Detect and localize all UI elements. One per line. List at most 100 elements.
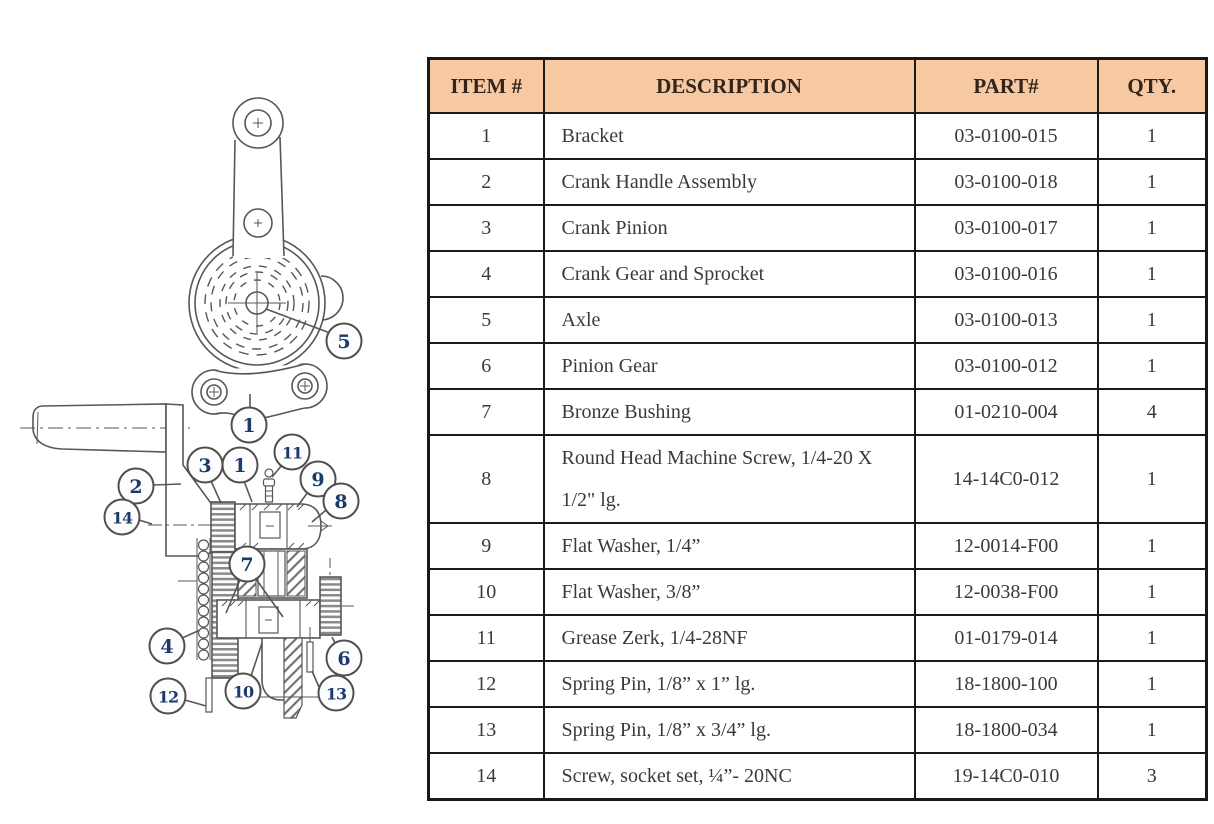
cell-description: Round Head Machine Screw, 1/4-20 X 1/2" … xyxy=(542,434,916,524)
balloon-circle xyxy=(325,639,363,677)
balloon-circle xyxy=(148,627,186,665)
axle-shaft xyxy=(216,599,321,639)
balloon-number: 14 xyxy=(112,509,133,528)
cell-description: Bracket xyxy=(542,112,916,160)
balloon-9: 9 xyxy=(299,460,337,498)
cell-description: Crank Gear and Sprocket xyxy=(542,250,916,298)
balloon-number: 11 xyxy=(282,444,302,463)
cell-item: 4 xyxy=(427,250,545,298)
balloon-4: 4 xyxy=(148,627,186,665)
upper-shaft xyxy=(234,503,332,550)
cell-item: 2 xyxy=(427,158,545,206)
leader-line xyxy=(210,480,222,504)
pinion-gear xyxy=(319,558,354,636)
balloon-circle xyxy=(230,406,268,444)
balloon-circle xyxy=(325,322,363,360)
balloon-14: 14 xyxy=(103,498,141,536)
balloon-1: 1 xyxy=(221,446,259,484)
cell-part: 18-1800-034 xyxy=(913,706,1099,754)
balloon-number: 5 xyxy=(337,331,350,353)
mounting-bracket xyxy=(191,363,328,420)
cell-part: 01-0179-014 xyxy=(913,614,1099,662)
col-header-item: ITEM # xyxy=(427,57,545,114)
leader-line xyxy=(296,491,309,508)
table-header-row: ITEM # DESCRIPTION PART# QTY. xyxy=(427,57,1208,114)
cell-description: Spring Pin, 1/8” x 3/4” lg. xyxy=(542,706,916,754)
balloon-number: 9 xyxy=(311,469,324,491)
cell-description: Flat Washer, 1/4” xyxy=(542,522,916,570)
bracket-plate-section xyxy=(256,627,348,719)
cell-part: 03-0100-015 xyxy=(913,112,1099,160)
cell-qty: 1 xyxy=(1096,158,1208,206)
cell-description: Bronze Bushing xyxy=(542,388,916,436)
cell-part: 03-0100-017 xyxy=(913,204,1099,252)
balloon-circle xyxy=(149,677,187,715)
cell-part: 01-0210-004 xyxy=(913,388,1099,436)
balloon-circle xyxy=(117,467,155,505)
cell-description: Spring Pin, 1/8” x 1” lg. xyxy=(542,660,916,708)
cell-part: 03-0100-013 xyxy=(913,296,1099,344)
balloon-circle xyxy=(322,482,360,520)
cell-qty: 1 xyxy=(1096,614,1208,662)
cell-description: Grease Zerk, 1/4-28NF xyxy=(542,614,916,662)
cell-qty: 1 xyxy=(1096,522,1208,570)
balloon-5: 5 xyxy=(325,322,363,360)
pulley-rim-bump xyxy=(320,275,344,321)
spring-pin-short xyxy=(306,641,314,673)
balloon-circle xyxy=(317,674,355,712)
leader-line xyxy=(250,642,263,677)
cell-qty: 1 xyxy=(1096,112,1208,160)
cell-item: 9 xyxy=(427,522,545,570)
balloon-circle xyxy=(299,460,337,498)
crank-pulley xyxy=(188,234,344,372)
cell-part: 03-0100-012 xyxy=(913,342,1099,390)
leader-line xyxy=(138,519,153,525)
chain-sprocket xyxy=(178,538,211,661)
cell-qty: 3 xyxy=(1096,752,1208,801)
cell-part: 14-14C0-012 xyxy=(913,434,1099,524)
cell-description: Flat Washer, 3/8” xyxy=(542,568,916,616)
cell-qty: 1 xyxy=(1096,660,1208,708)
cell-part: 03-0100-018 xyxy=(913,158,1099,206)
cell-description: Axle xyxy=(542,296,916,344)
cell-item: 10 xyxy=(427,568,545,616)
cell-item: 1 xyxy=(427,112,545,160)
balloon-6: 6 xyxy=(325,639,363,677)
leader-line xyxy=(184,699,207,707)
leader-line xyxy=(255,578,284,618)
cell-item: 6 xyxy=(427,342,545,390)
leader-line xyxy=(265,308,331,334)
leader-line xyxy=(311,670,320,688)
balloon-number: 8 xyxy=(334,491,347,513)
balloon-11: 11 xyxy=(273,433,311,471)
cell-item: 13 xyxy=(427,706,545,754)
cell-item: 11 xyxy=(427,614,545,662)
balloon-circle xyxy=(103,498,141,536)
leader-line xyxy=(225,579,241,614)
balloon-number: 1 xyxy=(242,415,255,437)
cell-qty: 1 xyxy=(1096,296,1208,344)
cell-part: 19-14C0-010 xyxy=(913,752,1099,801)
cell-part: 12-0014-F00 xyxy=(913,522,1099,570)
balloon-circle xyxy=(228,545,266,583)
cell-qty: 1 xyxy=(1096,568,1208,616)
cell-qty: 1 xyxy=(1096,342,1208,390)
col-header-qty: QTY. xyxy=(1096,57,1208,114)
balloon-7: 7 xyxy=(228,545,266,583)
leader-line xyxy=(243,480,253,503)
balloon-number: 10 xyxy=(233,683,254,702)
balloon-1: 1 xyxy=(230,406,268,444)
grease-zerk-fitting xyxy=(262,468,276,503)
